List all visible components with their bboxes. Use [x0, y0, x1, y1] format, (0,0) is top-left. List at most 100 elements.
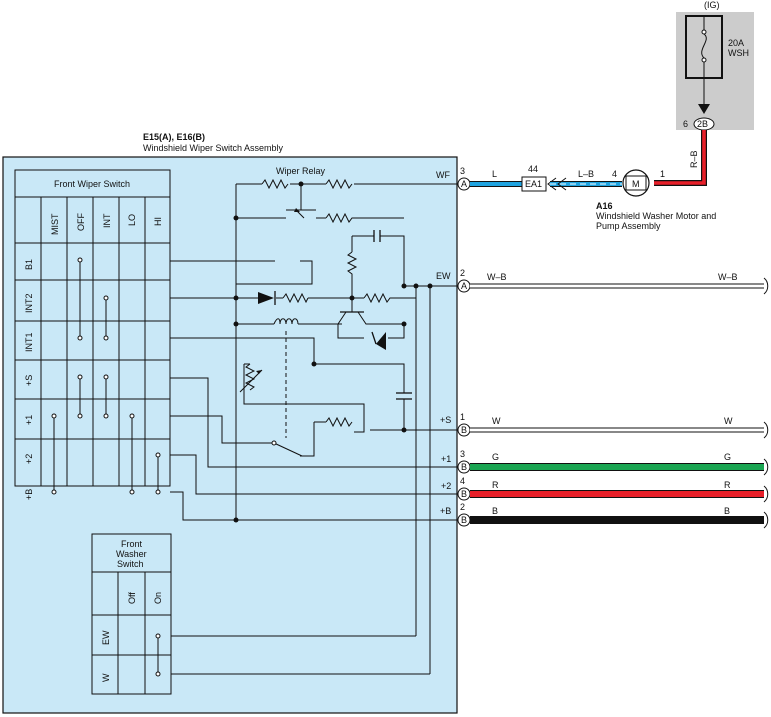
motor-name-l1: Windshield Washer Motor and [596, 211, 716, 221]
wire-wb-break-icon [763, 277, 769, 295]
wiper-row-plus-1: +1 [24, 415, 34, 425]
assembly-name: Windshield Wiper Switch Assembly [143, 143, 284, 153]
front-wiper-switch-title: Front Wiper Switch [54, 179, 130, 189]
wire-r-label-right: R [724, 480, 731, 490]
wiper-row-int2: INT2 [24, 293, 34, 313]
rb-vertical-label: R–B [689, 150, 699, 168]
ea1-label: EA1 [525, 179, 542, 189]
wire-b-break-icon [763, 511, 769, 529]
fuse-box-panel [676, 12, 754, 130]
ig-label: (IG) [704, 0, 720, 10]
wire-wb-label: W–B [487, 272, 507, 282]
wiper-col-int: INT [102, 213, 112, 228]
terminal-wf-conn-letter: A [461, 179, 467, 189]
wire-lb-label: L–B [578, 169, 594, 179]
wiper-row-b1: B1 [24, 259, 34, 270]
wire-b-label-right: B [724, 506, 730, 516]
washer-col-on: On [153, 592, 163, 604]
terminal-plus-2: +2 4 B [441, 476, 471, 501]
motor-arrow-icon [557, 177, 567, 191]
washer-row-ew: EW [101, 630, 111, 645]
motor-name-l2: Pump Assembly [596, 221, 661, 231]
ea1-pin: 44 [528, 164, 538, 174]
fuse-element [701, 33, 707, 59]
ea1-arrow-icon [547, 177, 557, 191]
wiper-row-plus-s: +S [24, 375, 34, 386]
wire-l-label: L [492, 169, 497, 179]
wire-r-break-icon [763, 485, 769, 503]
motor-code: A16 [596, 201, 613, 211]
terminal-ew-name: EW [436, 271, 451, 281]
wire-g-label-right: G [724, 452, 731, 462]
terminal-plus-2-conn-letter: B [461, 489, 467, 499]
fuse-terminal-bottom [701, 57, 707, 63]
terminal-plus-b-conn-letter: B [461, 515, 467, 525]
assembly-codes: E15(A), E16(B) [143, 132, 205, 142]
terminal-plus-2-pin: 4 [460, 476, 465, 486]
terminal-ew: EW 2 A [436, 268, 471, 293]
motor-symbol: M [632, 179, 640, 189]
terminal-plus-1-conn-letter: B [461, 462, 467, 472]
wire-w-break-icon [763, 421, 769, 439]
terminal-plus-b-pin: 2 [460, 502, 465, 512]
contact-washer-on [155, 633, 161, 677]
wiper-col-mist: MIST [50, 213, 60, 235]
wiper-relay-label: Wiper Relay [276, 166, 326, 176]
washer-col-off: Off [127, 592, 137, 604]
wire-w-label: W [492, 416, 501, 426]
fuse-terminal-top [701, 29, 707, 35]
front-washer-switch-table: Front Washer Switch Off On EW W [91, 533, 172, 695]
contact-int-int2-int1 [103, 295, 109, 341]
ea1-box [521, 176, 547, 192]
terminal-plus-s-name: +S [440, 415, 451, 425]
terminal-plus-2-name: +2 [441, 481, 451, 491]
washer-title-l2: Washer [116, 549, 147, 559]
wire-rb-fuse-to-motor-core [654, 130, 706, 185]
wire-r-label: R [492, 480, 499, 490]
terminal-wf-pin: 3 [460, 166, 465, 176]
fuse-rating: 20A [728, 38, 744, 48]
wire-w-label-right: W [724, 416, 733, 426]
contact-off-s-1 [77, 374, 83, 419]
terminal-plus-b-name: +B [440, 506, 451, 516]
washer-title-l1: Front [121, 539, 143, 549]
wiper-row-int1: INT1 [24, 332, 34, 352]
terminal-ew-pin: 2 [460, 268, 465, 278]
contact-lo-1-b [129, 413, 135, 495]
washer-title-l3: Switch [117, 559, 144, 569]
wire-b-label: B [492, 506, 498, 516]
terminal-wf: WF 3 A [436, 166, 471, 191]
terminal-ew-conn-letter: A [461, 281, 467, 291]
terminal-plus-1: +1 3 B [441, 449, 471, 474]
wiper-col-lo: LO [127, 214, 137, 226]
pin-6-label: 6 [683, 119, 688, 129]
connector-2b-label: 2B [697, 119, 708, 129]
terminal-wf-name: WF [436, 170, 450, 180]
wire-wb-label-right: W–B [718, 272, 738, 282]
wire-g-break-icon [763, 458, 769, 476]
front-wiper-switch-table: Front Wiper Switch MIST OFF INT LO HI B1… [14, 169, 171, 500]
wiper-col-off: OFF [76, 213, 86, 231]
terminal-plus-b: +B 2 B [440, 502, 471, 527]
terminal-plus-1-name: +1 [441, 454, 451, 464]
contact-int-s-1 [103, 374, 109, 419]
fuse-name: WSH [728, 48, 749, 58]
wiper-row-plus-2: +2 [24, 454, 34, 464]
washer-motor-body [625, 175, 647, 191]
contact-off-b1-int1 [77, 257, 83, 341]
motor-pin-1: 1 [660, 169, 665, 179]
contact-mist-1-b [51, 413, 57, 495]
wiper-row-plus-b: +B [24, 489, 34, 500]
contact-hi-2-b [155, 452, 161, 495]
connector-arrow-icon [698, 104, 710, 114]
wire-g-label: G [492, 452, 499, 462]
motor-pin-4: 4 [612, 169, 617, 179]
internal-wiring [170, 178, 460, 675]
wiper-col-hi: HI [153, 217, 163, 226]
terminal-plus-1-pin: 3 [460, 449, 465, 459]
terminal-plus-s-pin: 1 [460, 412, 465, 422]
terminal-plus-s-conn-letter: B [461, 425, 467, 435]
washer-row-w: W [101, 673, 111, 682]
